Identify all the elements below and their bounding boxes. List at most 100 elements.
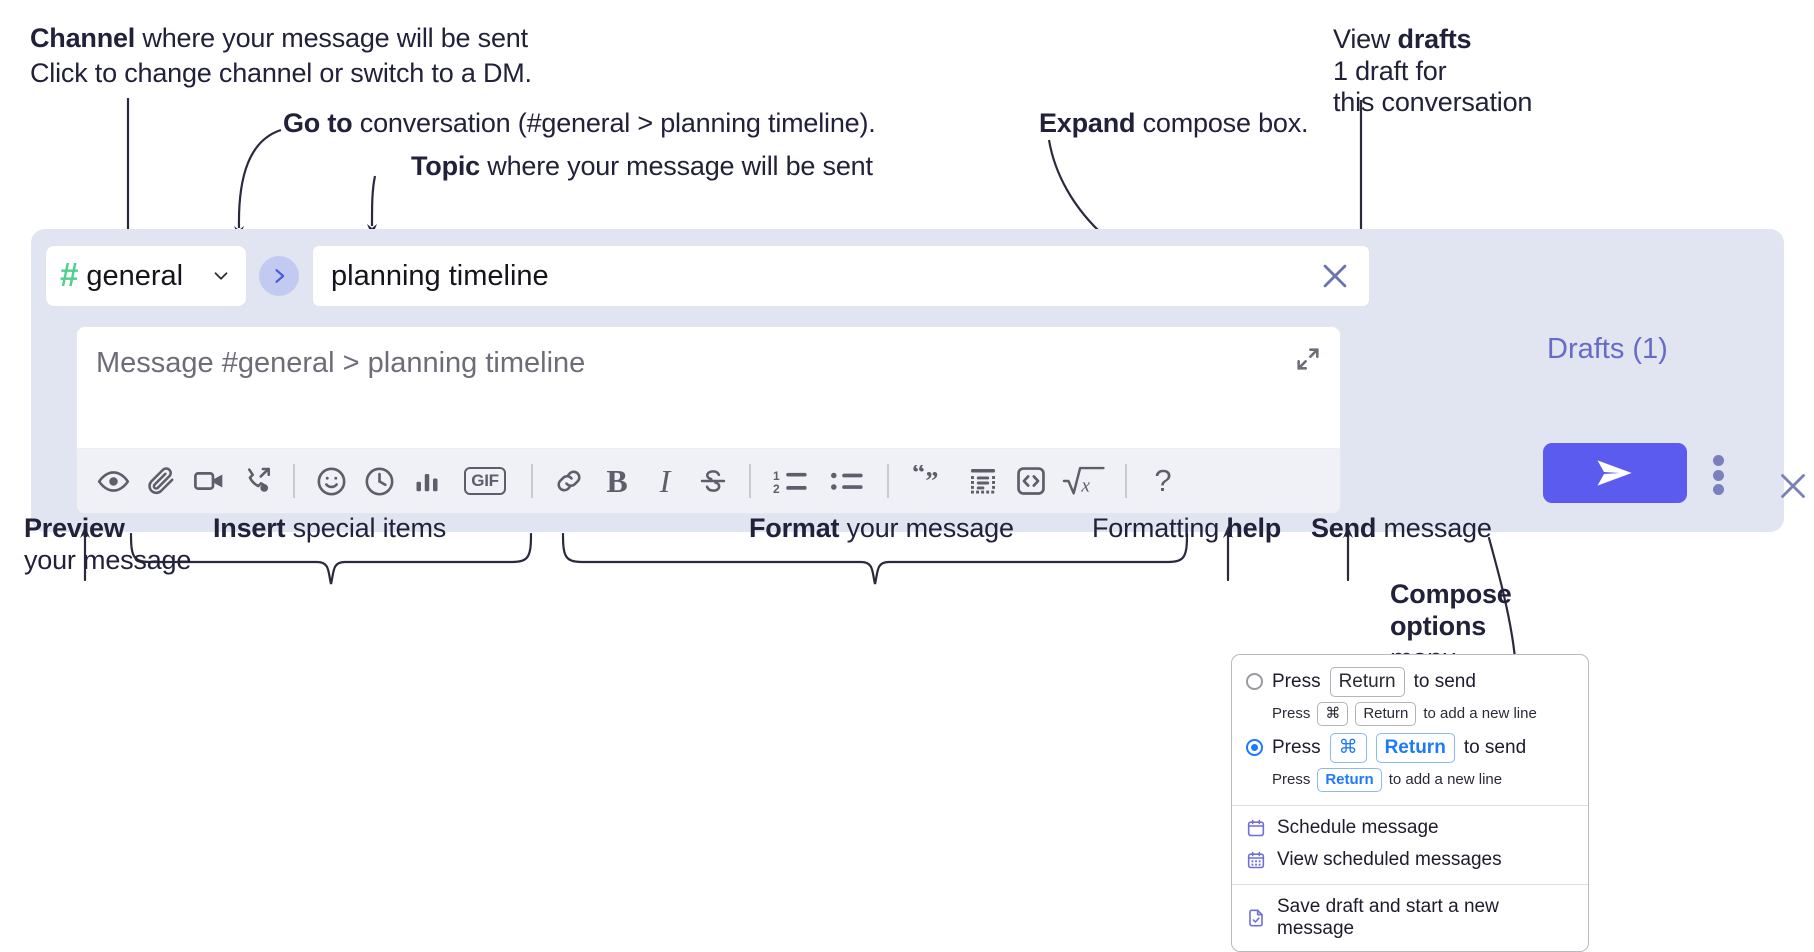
close-compose-button[interactable] [1773, 466, 1813, 506]
option1-pre: Press [1272, 670, 1321, 692]
inline-code-button[interactable] [1007, 457, 1055, 505]
key-return: Return [1375, 732, 1455, 763]
toolbar-separator-2 [531, 464, 533, 498]
annotation-expand: Expand compose box. [1039, 105, 1309, 141]
annotation-drafts-italic2: this conversation [1333, 87, 1533, 117]
annotation-format-bold: Format [749, 513, 840, 543]
insert-link-button[interactable] [545, 457, 593, 505]
message-input-area[interactable]: Message #general > planning timeline [76, 326, 1341, 514]
paper-plane-icon [1597, 460, 1632, 486]
annotation-drafts-sub2: this conversation [1333, 84, 1532, 120]
expand-compose-button[interactable] [1288, 339, 1328, 379]
hash-icon: # [60, 256, 79, 293]
message-placeholder: Message #general > planning timeline [96, 347, 586, 379]
key-command: ⌘ [1317, 701, 1349, 726]
drafts-link[interactable]: Drafts (1) [1547, 333, 1668, 365]
gif-label: GIF [464, 467, 506, 495]
math-button[interactable]: x [1055, 457, 1113, 505]
toolbar-separator-4 [887, 464, 889, 498]
annotation-compose-bold1: Compose [1390, 579, 1512, 609]
bulleted-list-icon [831, 472, 863, 490]
goto-conversation-button[interactable] [259, 256, 299, 296]
video-camera-icon [194, 472, 223, 490]
code-block-icon [971, 469, 995, 494]
code-block-button[interactable] [959, 457, 1007, 505]
annotation-send-bold: Send [1311, 513, 1377, 543]
close-icon [1323, 264, 1347, 288]
annotation-topic-bold: Topic [411, 151, 480, 181]
key-return: Return [1329, 667, 1405, 697]
close-icon [1781, 474, 1805, 498]
square-root-x-icon: x [1062, 466, 1105, 496]
record-video-clip-button[interactable] [185, 457, 233, 505]
annotation-topic: Topic where your message will be sent [411, 148, 873, 184]
annotation-channel-rest: where your message will be sent [135, 23, 528, 53]
chevron-right-icon [275, 269, 285, 283]
annotation-goto: Go to conversation (#general > planning … [283, 105, 876, 141]
compose-panel: # general planning timeline Message #gen… [31, 229, 1805, 532]
key-command: ⌘ [1329, 732, 1367, 763]
toolbar-separator-1 [293, 464, 295, 498]
menu-item-view-scheduled-messages[interactable]: View scheduled messages [1232, 844, 1588, 876]
menu-item-label: Save draft and start a new message [1277, 895, 1499, 939]
bold-button[interactable]: B [593, 457, 641, 505]
svg-text:2: 2 [773, 482, 780, 496]
quote-icon: “ ” [912, 465, 938, 495]
compose-options-button[interactable] [1708, 455, 1728, 495]
emoji-button[interactable] [307, 457, 355, 505]
insert-gif-button[interactable]: GIF [451, 457, 519, 505]
radio-button-unselected[interactable] [1246, 673, 1263, 691]
option1-sub-pre: Press [1272, 705, 1311, 723]
annotation-channel: Channel where your message will be sent [30, 20, 528, 56]
ordered-list-button[interactable]: 1 2 [763, 457, 819, 505]
annotation-compose-options-1: Compose [1390, 576, 1512, 612]
formatting-help-button[interactable]: ? [1139, 457, 1187, 505]
channel-selector[interactable]: # general [45, 245, 247, 307]
annotation-channel-italic: Click to change channel or switch to a D… [30, 58, 532, 88]
annotation-help: Formatting help [1092, 510, 1281, 546]
menu-option-press-return-to-send[interactable]: Press Return to send [1232, 665, 1588, 699]
option2-post: to send [1463, 736, 1527, 758]
preview-message-button[interactable] [89, 457, 137, 505]
menu-item-schedule-message[interactable]: Schedule message [1232, 812, 1588, 844]
bulleted-list-button[interactable] [819, 457, 875, 505]
record-audio-clip-button[interactable] [233, 457, 281, 505]
blockquote-button[interactable]: “ ” [901, 457, 959, 505]
toolbar-separator-5 [1125, 464, 1127, 498]
topic-value: planning timeline [331, 259, 549, 292]
radio-button-selected[interactable] [1246, 739, 1263, 757]
annotation-channel-bold: Channel [30, 23, 136, 53]
eye-icon [97, 470, 129, 492]
strikethrough-button[interactable] [689, 457, 737, 505]
svg-text:1: 1 [773, 469, 780, 483]
menu-item-save-draft[interactable]: Save draft and start a new message [1232, 891, 1588, 945]
clock-icon [365, 467, 393, 495]
menu-item-label: Schedule message [1277, 816, 1439, 838]
topic-clear-button[interactable] [1315, 256, 1355, 296]
toolbar-separator-3 [749, 464, 751, 498]
topic-input[interactable]: planning timeline [312, 245, 1370, 307]
expand-diagonal-icon [1297, 348, 1319, 370]
annotation-preview-bold: Preview [24, 513, 125, 543]
annotation-goto-rest: conversation (#general > planning timeli… [352, 108, 876, 138]
menu-option-press-cmd-return-to-send[interactable]: Press ⌘ Return to send [1232, 731, 1588, 765]
send-message-button[interactable] [1543, 443, 1687, 503]
annotation-drafts-sub1: 1 draft for [1333, 53, 1447, 89]
menu-option-1-hint: Press ⌘ Return to add a new line [1232, 699, 1588, 731]
annotation-insert: Insert special items [213, 510, 446, 546]
annotation-send-rest: message [1376, 513, 1492, 543]
italic-button[interactable]: I [641, 457, 689, 505]
annotation-help-bold: help [1226, 513, 1282, 543]
option1-sub-post: to add a new line [1423, 705, 1537, 723]
attach-file-button[interactable] [137, 457, 185, 505]
svg-text:“: “ [912, 465, 925, 487]
ordered-list-icon: 1 2 [773, 469, 807, 496]
menu-divider-2 [1232, 883, 1588, 885]
schedule-send-button[interactable] [355, 457, 403, 505]
create-poll-button[interactable] [403, 457, 451, 505]
question-mark-icon: ? [1154, 463, 1172, 498]
annotation-goto-bold: Go to [283, 108, 353, 138]
annotation-format-rest: your message [839, 513, 1014, 543]
annotation-drafts-bold: drafts [1397, 24, 1472, 54]
annotation-compose-options-2: options [1390, 608, 1486, 644]
